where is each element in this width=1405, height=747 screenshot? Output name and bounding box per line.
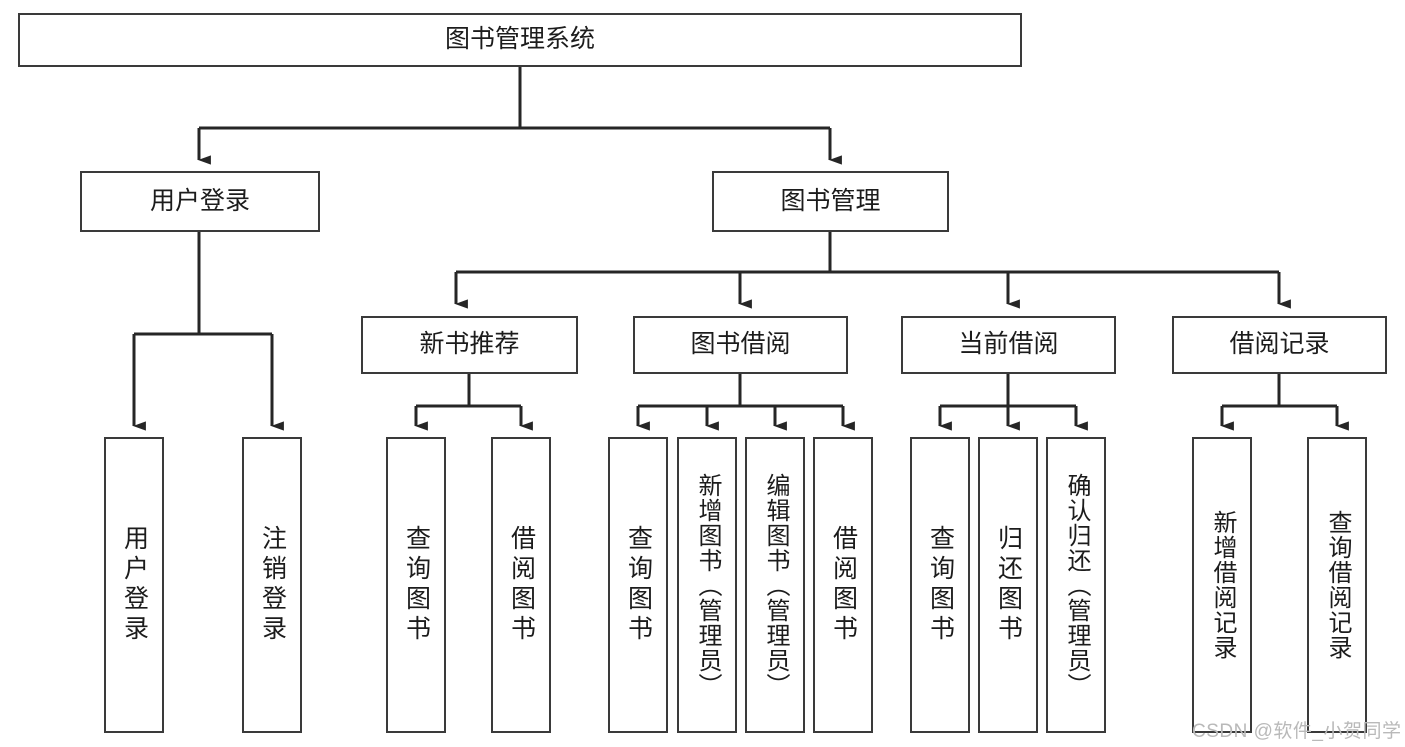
node-leaf-return-book[interactable]: 归还图书 xyxy=(978,437,1038,733)
node-root[interactable]: 图书管理系统 xyxy=(18,13,1022,67)
node-leaf-query-book-1[interactable]: 查询图书 xyxy=(386,437,446,733)
node-leaf-add-record[interactable]: 新增借阅记录 xyxy=(1192,437,1252,733)
node-leaf-add-book[interactable]: 新增图书（管理员） xyxy=(677,437,737,733)
node-leaf-query-book-2[interactable]: 查询图书 xyxy=(608,437,668,733)
node-leaf-user-login[interactable]: 用户登录 xyxy=(104,437,164,733)
node-current-borrow-label: 当前借阅 xyxy=(958,330,1059,359)
node-leaf-edit-book[interactable]: 编辑图书（管理员） xyxy=(745,437,805,733)
node-leaf-query-record[interactable]: 查询借阅记录 xyxy=(1307,437,1367,733)
node-leaf-user-login-label: 用户登录 xyxy=(120,525,149,645)
node-leaf-logout[interactable]: 注销登录 xyxy=(242,437,302,733)
node-borrow-record-label: 借阅记录 xyxy=(1229,330,1330,359)
node-leaf-query-book-3[interactable]: 查询图书 xyxy=(910,437,970,733)
node-leaf-borrow-book-1[interactable]: 借阅图书 xyxy=(491,437,551,733)
node-leaf-query-record-label: 查询借阅记录 xyxy=(1324,510,1351,660)
node-current-borrow[interactable]: 当前借阅 xyxy=(901,316,1116,374)
node-user-login-label: 用户登录 xyxy=(149,186,250,215)
node-user-login[interactable]: 用户登录 xyxy=(80,171,320,232)
node-book-manage[interactable]: 图书管理 xyxy=(712,171,949,232)
node-leaf-add-record-label: 新增借阅记录 xyxy=(1209,510,1236,660)
node-leaf-edit-book-label: 编辑图书（管理员） xyxy=(762,472,789,698)
node-new-book-rec-label: 新书推荐 xyxy=(419,330,520,359)
node-leaf-query-book-3-label: 查询图书 xyxy=(926,525,955,645)
node-book-manage-label: 图书管理 xyxy=(780,186,881,215)
node-leaf-confirm-return-label: 确认归还（管理员） xyxy=(1063,472,1090,698)
node-leaf-add-book-label: 新增图书（管理员） xyxy=(694,472,721,698)
node-leaf-query-book-1-label: 查询图书 xyxy=(402,525,431,645)
node-new-book-rec[interactable]: 新书推荐 xyxy=(361,316,578,374)
node-leaf-borrow-book-2[interactable]: 借阅图书 xyxy=(813,437,873,733)
node-leaf-query-book-2-label: 查询图书 xyxy=(624,525,653,645)
node-leaf-borrow-book-2-label: 借阅图书 xyxy=(829,525,858,645)
node-leaf-borrow-book-1-label: 借阅图书 xyxy=(507,525,536,645)
node-leaf-confirm-return[interactable]: 确认归还（管理员） xyxy=(1046,437,1106,733)
node-borrow-record[interactable]: 借阅记录 xyxy=(1172,316,1387,374)
node-book-borrow-label: 图书借阅 xyxy=(690,330,791,359)
node-book-borrow[interactable]: 图书借阅 xyxy=(633,316,848,374)
node-leaf-return-book-label: 归还图书 xyxy=(994,525,1023,645)
node-root-label: 图书管理系统 xyxy=(444,25,595,54)
node-leaf-logout-label: 注销登录 xyxy=(258,525,287,645)
